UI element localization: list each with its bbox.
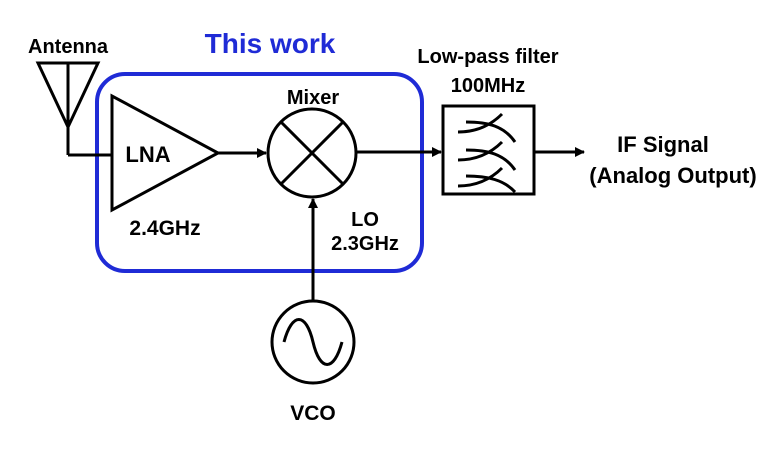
lna-amplifier	[110, 93, 222, 213]
lpf-title: Low-pass filter	[417, 46, 558, 68]
analog-output-label: (Analog Output)	[589, 163, 756, 188]
antenna-label: Antenna	[28, 36, 109, 58]
this-work-box	[95, 72, 424, 273]
lna-label: LNA	[125, 142, 170, 167]
lpf-frequency: 100MHz	[451, 75, 525, 97]
this-work-label: This work	[205, 28, 336, 59]
if-signal-label: IF Signal	[617, 132, 709, 157]
vco-label: VCO	[290, 402, 336, 425]
mixer-icon	[266, 107, 358, 199]
lo-frequency: 2.3GHz	[331, 233, 399, 255]
vco-icon	[270, 299, 356, 385]
mixer-label: Mixer	[287, 87, 339, 109]
antenna-icon	[35, 61, 112, 157]
low-pass-filter-icon	[441, 104, 536, 196]
lna-frequency: 2.4GHz	[129, 217, 200, 240]
lo-label: LO	[351, 209, 379, 231]
